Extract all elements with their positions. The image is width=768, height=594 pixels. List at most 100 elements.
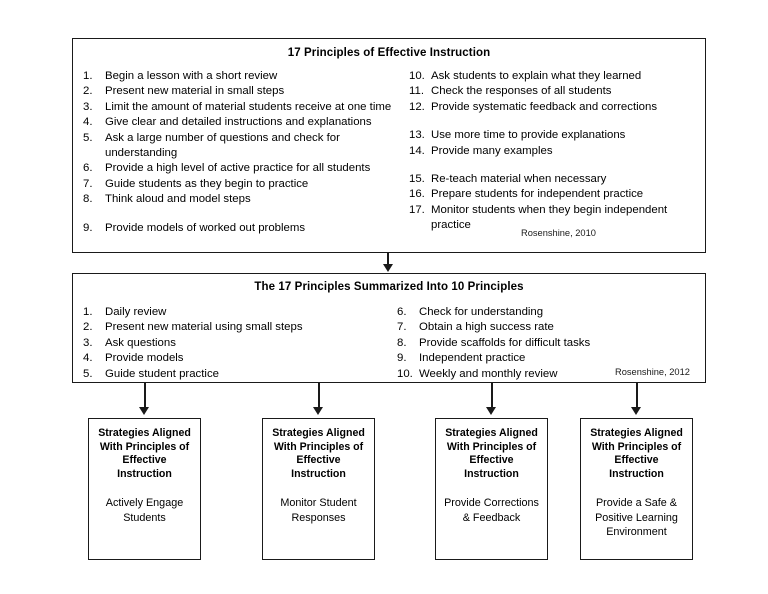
principle-text: Begin a lesson with a short review — [105, 70, 278, 82]
strategy-box-actively-engage-students: Strategies Aligned With Principles of Ef… — [88, 418, 201, 560]
principle-item: 2. Present new material in small steps — [83, 84, 403, 99]
principle-item: 16. Prepare students for independent prac… — [409, 187, 705, 202]
strategy-box-heading: Strategies Aligned With Principles of Ef… — [98, 427, 191, 480]
principle-text: Provide systematic feedback and correcti… — [431, 100, 658, 113]
principle-text: Provide a high level of active practice … — [105, 162, 371, 175]
principle-text: Check the responses of all students — [431, 85, 612, 98]
principle-text: Provide scaffolds for difficult tasks — [419, 336, 591, 349]
principle-text: Limit the amount of material students re… — [105, 100, 392, 113]
principles-17-right-list: 10. Ask students to explain what they lea… — [409, 69, 705, 234]
principle-number: 17. — [409, 203, 425, 216]
principles-17-left-list: 1. Begin a lesson with a short review 2. Pr… — [83, 69, 403, 236]
principle-number: 7. — [83, 177, 93, 190]
connector-line-strategy-1 — [143, 383, 146, 409]
principle-text: Independent practice — [419, 352, 526, 365]
principle-text: Ask a large number of questions and chec… — [105, 131, 340, 160]
connector-line-strategy-2 — [317, 383, 320, 409]
principle-text: Present new material in small steps — [105, 85, 285, 98]
principle-text: Prepare students for independent practic… — [431, 188, 644, 201]
strategy-box-monitor-student-responses: Strategies Aligned With Principles of Ef… — [262, 418, 375, 560]
principle-text: Guide student practice — [105, 367, 219, 380]
principle-item: 15. Re-teach material when necessary — [409, 172, 705, 187]
principle-text: Provide many examples — [431, 144, 553, 157]
citation-rosenshine-2010: Rosenshine, 2010 — [521, 228, 596, 238]
strategy-box-body: Provide Corrections & Feedback — [444, 497, 539, 524]
principle-number: 11. — [409, 85, 424, 98]
box-17-principles: 17 Principles of Effective Instruction 1… — [72, 38, 706, 253]
principle-text: Monitor students when they begin indepen… — [431, 203, 668, 232]
principle-number: 4. — [83, 116, 93, 129]
connector-arrowhead-strategy-2 — [313, 407, 323, 415]
principle-text: Use more time to provide explanations — [431, 129, 626, 142]
strategy-box-heading: Strategies Aligned With Principles of Ef… — [445, 427, 538, 480]
strategy-box-body: Actively Engage Students — [105, 497, 184, 524]
strategy-box-provide-corrections-feedback: Strategies Aligned With Principles of Ef… — [435, 418, 548, 560]
principle-item: 7.Obtain a high success rate — [397, 320, 705, 335]
principle-text: Re-teach material when necessary — [431, 173, 607, 186]
principle-item: 10. Weekly and monthly review — [397, 367, 705, 382]
box-17-principles-right-column: 10. Ask students to explain what they lea… — [403, 69, 705, 238]
principle-text: Daily review — [105, 306, 167, 318]
principle-item: 13. Use more time to provide explanations — [409, 128, 705, 143]
principle-item: 3. Limit the amount of material students … — [83, 100, 403, 115]
principle-text: Present new material using small steps — [105, 321, 303, 334]
connector-line-17-to-10 — [387, 253, 390, 266]
principle-item: 14. Provide many examples — [409, 144, 705, 159]
principle-item: 4. Provide models — [83, 351, 391, 366]
strategy-box-provide-safe-positive-learning-environment: Strategies Aligned With Principles of Ef… — [580, 418, 693, 560]
principle-number: 6. — [397, 306, 407, 318]
principle-number: 3. — [83, 336, 93, 349]
connector-arrowhead-strategy-4 — [631, 407, 641, 415]
principle-text: Give clear and detailed instructions and… — [105, 116, 372, 129]
principle-item: 11. Check the responses of all students — [409, 84, 705, 99]
principle-number: 10. — [409, 70, 425, 82]
principle-number: 6. — [83, 162, 93, 175]
box-17-principles-left-column: 1. Begin a lesson with a short review 2. Pr… — [73, 69, 403, 236]
principle-number: 8. — [397, 336, 407, 349]
principle-item: 9. Independent practice — [397, 351, 705, 366]
principle-number: 4. — [83, 352, 93, 365]
principle-number: 13. — [409, 129, 425, 142]
box-10-principles-title: The 17 Principles Summarized Into 10 Pri… — [254, 281, 524, 293]
principle-number: 16. — [409, 188, 425, 201]
principle-item: 1. Begin a lesson with a short review — [83, 69, 403, 84]
principle-text: Provide models — [105, 352, 184, 365]
connector-arrowhead-17-to-10 — [382, 264, 393, 272]
connector-arrowhead-strategy-3 — [486, 407, 496, 415]
strategy-box-heading: Strategies Aligned With Principles of Ef… — [272, 427, 365, 480]
connector-arrowhead-strategy-1 — [139, 407, 149, 415]
principle-number: 1. — [83, 70, 93, 82]
principle-item: 3.Ask questions — [83, 336, 391, 351]
principle-number: 10. — [397, 367, 413, 380]
principle-number: 2. — [83, 85, 93, 98]
principle-number: 5. — [83, 131, 93, 144]
principle-item: 7.Guide students as they begin to practi… — [83, 177, 403, 192]
principle-text: Weekly and monthly review — [419, 367, 558, 380]
principle-text: Check for understanding — [419, 306, 544, 318]
principle-number: 9. — [83, 221, 93, 234]
citation-rosenshine-2012: Rosenshine, 2012 — [615, 367, 690, 377]
principle-text: Ask students to explain what they learne… — [431, 70, 642, 82]
principle-text: Think aloud and model steps — [105, 193, 251, 206]
principle-item: 8. Provide scaffolds for difficult tasks — [397, 336, 705, 351]
principle-number: 9. — [397, 352, 407, 365]
principle-number: 5. — [83, 367, 93, 380]
principle-item: 5. Ask a large number of questions and ch… — [83, 131, 403, 162]
principle-number: 3. — [83, 100, 93, 113]
principle-number: 14. — [409, 144, 425, 157]
principle-item: 9. Provide models of worked out problems — [83, 221, 403, 236]
connector-line-strategy-3 — [490, 383, 493, 409]
box-17-principles-title: 17 Principles of Effective Instruction — [287, 47, 491, 59]
principle-text: Provide models of worked out problems — [105, 221, 306, 234]
principle-item: 10. Ask students to explain what they lea… — [409, 69, 705, 84]
box-10-principles: The 17 Principles Summarized Into 10 Pri… — [72, 273, 706, 383]
principle-item: 12.Provide systematic feedback and corre… — [409, 100, 705, 115]
principle-number: 8. — [83, 193, 93, 206]
strategy-box-body: Provide a Safe & Positive Learning Envir… — [595, 497, 678, 539]
principle-item: 1.Daily review — [83, 305, 391, 320]
principle-number: 15. — [409, 173, 425, 186]
